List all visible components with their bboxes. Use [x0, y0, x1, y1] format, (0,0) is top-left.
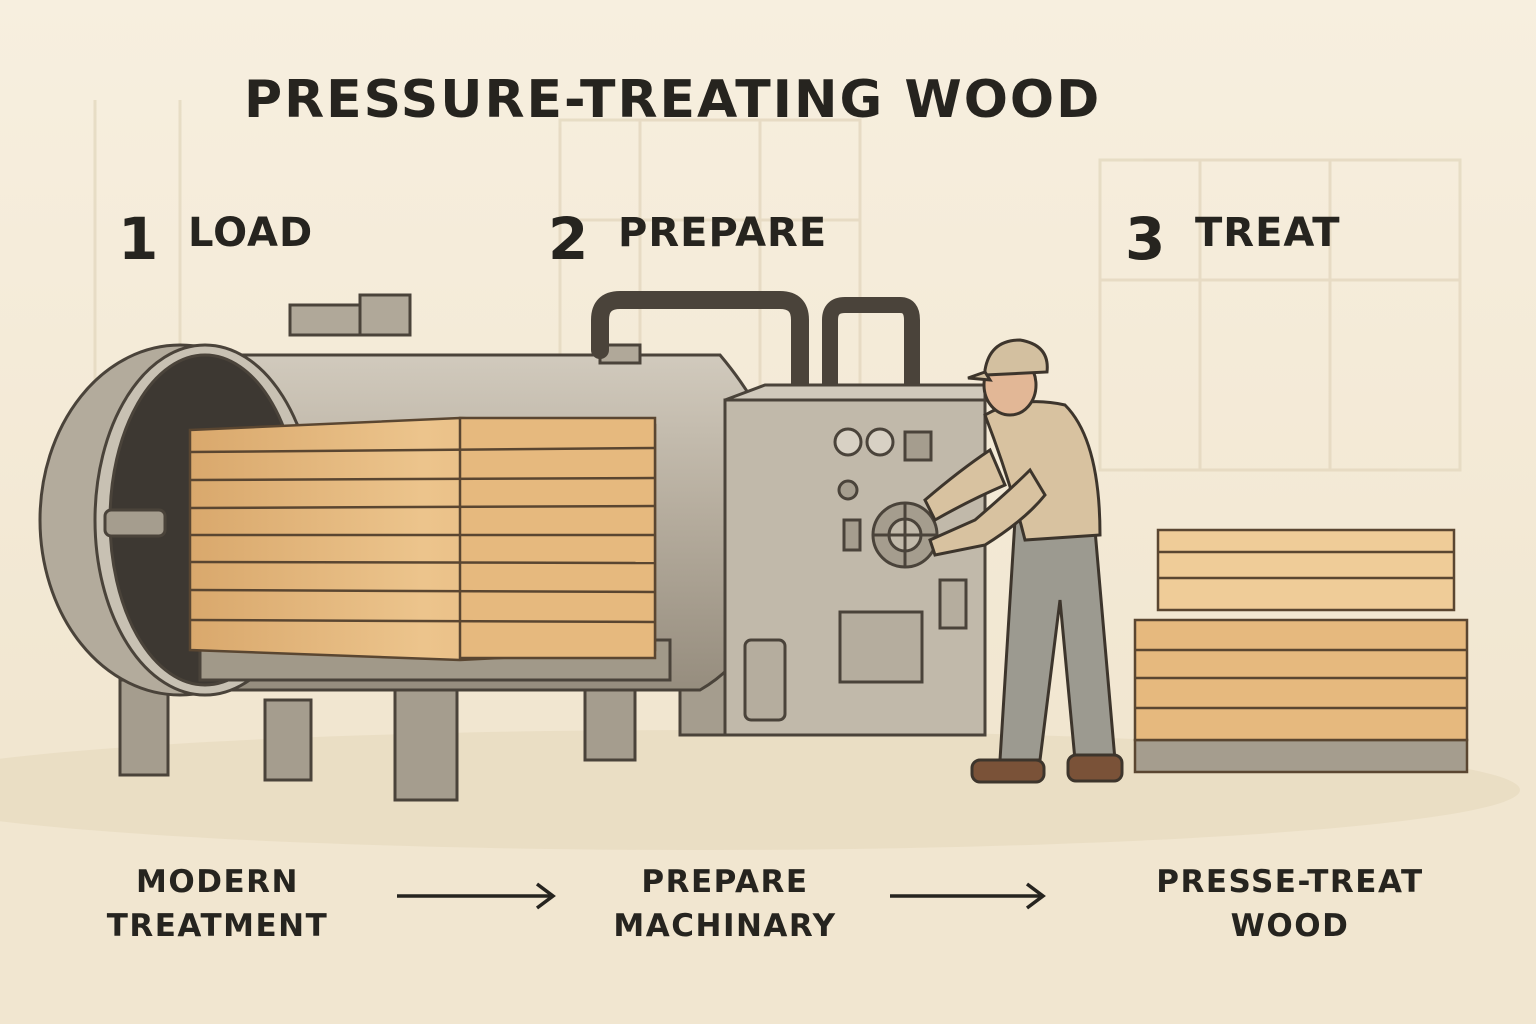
caption-load: MODERN TREATMENT — [90, 860, 345, 948]
caption-prepare: PREPARE MACHINARY — [600, 860, 850, 948]
step-2-label: PREPARE — [618, 210, 828, 256]
arrow-right-icon — [397, 882, 556, 910]
worker-figure — [923, 338, 1124, 784]
treated-wood-stack — [1133, 528, 1469, 774]
wood-stack-loading — [188, 416, 657, 662]
step-1-label: LOAD — [188, 210, 314, 256]
arrow-right-icon — [890, 882, 1046, 910]
caption-prepare-line2: MACHINARY — [613, 908, 837, 944]
caption-treat: PRESSE-TREAT WOOD — [1135, 860, 1445, 948]
valve-wheel-icon — [871, 501, 939, 569]
control-machine — [591, 291, 987, 737]
caption-load-line1: MODERN — [136, 864, 299, 900]
caption-treat-line1: PRESSE-TREAT — [1156, 864, 1424, 900]
tank-leg — [583, 678, 637, 762]
step-2-number: 2 — [548, 205, 590, 273]
step-1-number: 1 — [118, 205, 160, 273]
tank-leg — [118, 678, 170, 777]
gauge-icon — [833, 427, 895, 457]
tank-leg — [263, 698, 313, 782]
caption-treat-line2: WOOD — [1230, 908, 1350, 944]
caption-prepare-line1: PREPARE — [641, 864, 809, 900]
caption-load-line2: TREATMENT — [106, 908, 329, 944]
step-3-label: TREAT — [1195, 210, 1341, 256]
tank-leg — [393, 688, 459, 802]
page-title: PRESSURE-TREATING WOOD — [244, 70, 1102, 130]
step-3-number: 3 — [1125, 205, 1167, 273]
